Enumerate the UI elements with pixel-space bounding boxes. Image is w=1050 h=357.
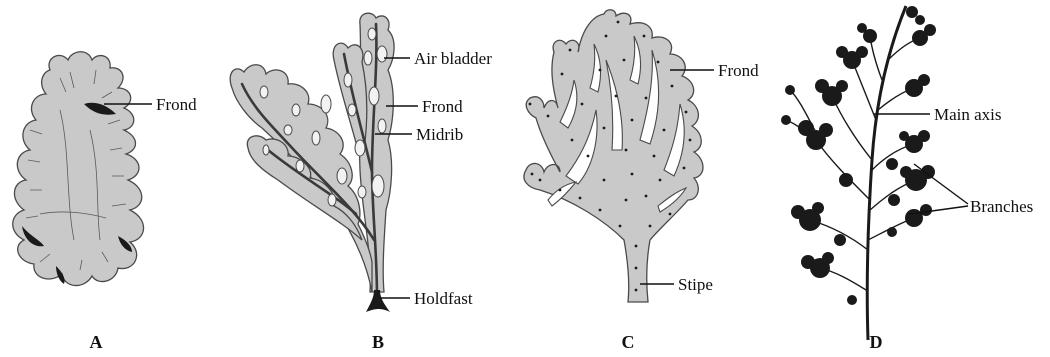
panel-b-frond-label: Frond <box>422 97 463 116</box>
panel-d: Main axis Branches D <box>781 6 1033 352</box>
panel-d-tips <box>781 6 936 305</box>
panel-b-letter: B <box>372 332 384 352</box>
panel-b-holdfast <box>366 290 390 312</box>
panel-c: Frond Stipe C <box>524 10 759 352</box>
panel-b-air-bladder-label: Air bladder <box>414 49 492 68</box>
panel-d-branches <box>786 36 920 290</box>
panel-a-thallus <box>13 52 144 286</box>
panel-c-stipe-label: Stipe <box>678 275 713 294</box>
panel-d-branches-label: Branches <box>970 197 1033 216</box>
panel-a-frond-label: Frond <box>156 95 197 114</box>
panel-c-letter: C <box>622 332 635 352</box>
panel-d-letter: D <box>870 332 883 352</box>
panel-b-holdfast-label: Holdfast <box>414 289 473 308</box>
panel-a: Frond A <box>13 52 197 352</box>
panel-d-branches-leader-2 <box>910 206 968 214</box>
panel-d-main-axis-label: Main axis <box>934 105 1002 124</box>
panel-b: Air bladder Frond Midrib Holdfast B <box>230 13 492 352</box>
panel-a-letter: A <box>90 332 103 352</box>
panel-b-midrib-label: Midrib <box>416 125 463 144</box>
panel-c-frond-label: Frond <box>718 61 759 80</box>
